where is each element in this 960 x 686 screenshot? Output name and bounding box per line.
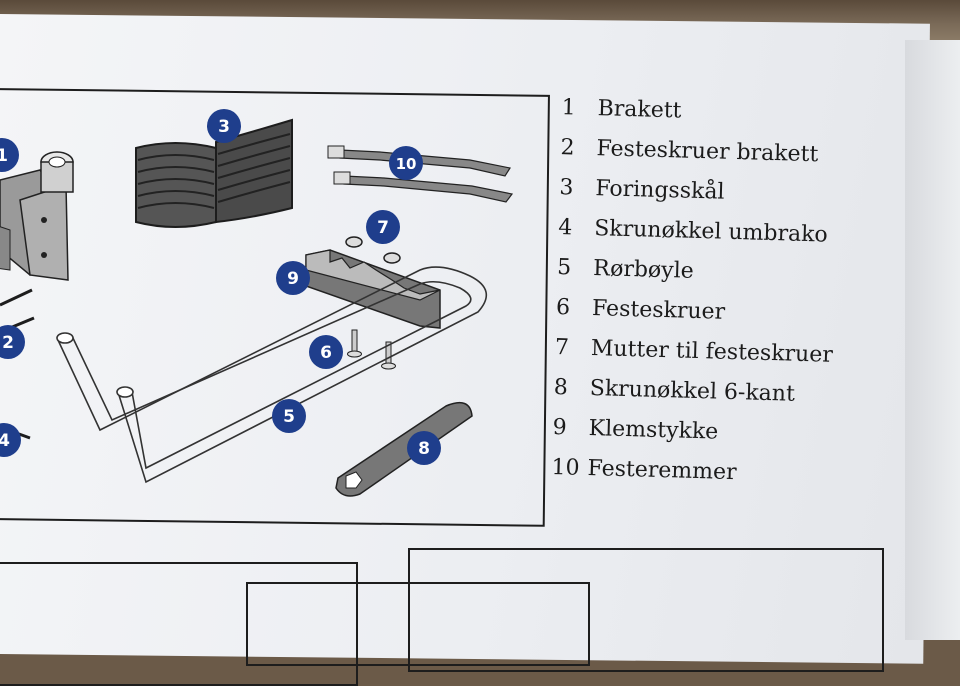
badge-10: 10: [389, 146, 423, 180]
legend-label: Brakett: [597, 96, 682, 124]
legend-number: 3: [559, 175, 574, 201]
svg-text:7: 7: [377, 218, 389, 238]
legend-label: Foringsskål: [595, 176, 725, 205]
legend-number: 2: [560, 135, 575, 161]
legend-label: Festeskruer brakett: [596, 136, 819, 168]
legend-label: Skrunøkkel umbrako: [593, 216, 829, 248]
nut-2: [383, 252, 401, 264]
legend-number: 9: [552, 414, 568, 441]
svg-text:6: 6: [320, 343, 332, 363]
nut-1: [345, 236, 363, 248]
svg-text:2: 2: [2, 333, 14, 353]
fastening-screws: [347, 329, 396, 370]
badge-3: 3: [207, 109, 241, 143]
badge-2: 2: [0, 325, 25, 359]
adjacent-sheet: [905, 40, 960, 640]
badge-4: 4: [0, 423, 21, 457]
bushing-shells: [135, 118, 293, 228]
tube-bow: [56, 266, 488, 484]
badge-7: 7: [366, 210, 400, 244]
legend-label: Rørbøyle: [592, 256, 695, 284]
legend-label: Skrunøkkel 6-kant: [589, 376, 796, 407]
legend-number: 5: [556, 255, 572, 281]
badge-6: 6: [309, 335, 343, 369]
badge-9: 9: [276, 261, 310, 295]
fastening-straps: [327, 145, 514, 203]
legend-label: Festeskruer: [591, 296, 726, 325]
legend-number: 1: [561, 95, 576, 121]
legend-label: Festeremmer: [587, 455, 737, 486]
svg-text:8: 8: [418, 439, 430, 459]
svg-text:4: 4: [0, 431, 10, 451]
bracket-screws: [0, 288, 35, 332]
badge-8: 8: [407, 431, 441, 465]
legend-number: 4: [557, 215, 573, 241]
parts-illustration: 1 2 3 4 5 6 7 8: [0, 109, 514, 497]
hex-wrench: [335, 401, 473, 497]
badge-5: 5: [272, 399, 306, 433]
svg-text:10: 10: [396, 155, 417, 173]
legend-number: 10: [551, 454, 580, 481]
legend-number: 8: [553, 375, 569, 401]
legend-item: 10 Festeremmer: [547, 455, 830, 503]
legend-number: 6: [555, 295, 571, 321]
legend-number: 7: [554, 335, 570, 361]
svg-text:3: 3: [218, 117, 230, 137]
badge-1: 1: [0, 138, 19, 172]
svg-text:1: 1: [0, 146, 8, 166]
legend-label: Klemstykke: [588, 415, 719, 445]
lower-diagram-frame-center: [246, 582, 590, 666]
svg-text:5: 5: [283, 407, 295, 427]
legend-label: Mutter til festeskruer: [590, 336, 834, 368]
svg-text:9: 9: [287, 269, 299, 289]
parts-legend: 1 Brakett 2 Festeskruer brakett 3 Foring…: [547, 95, 840, 503]
bracket-part: [0, 151, 74, 281]
